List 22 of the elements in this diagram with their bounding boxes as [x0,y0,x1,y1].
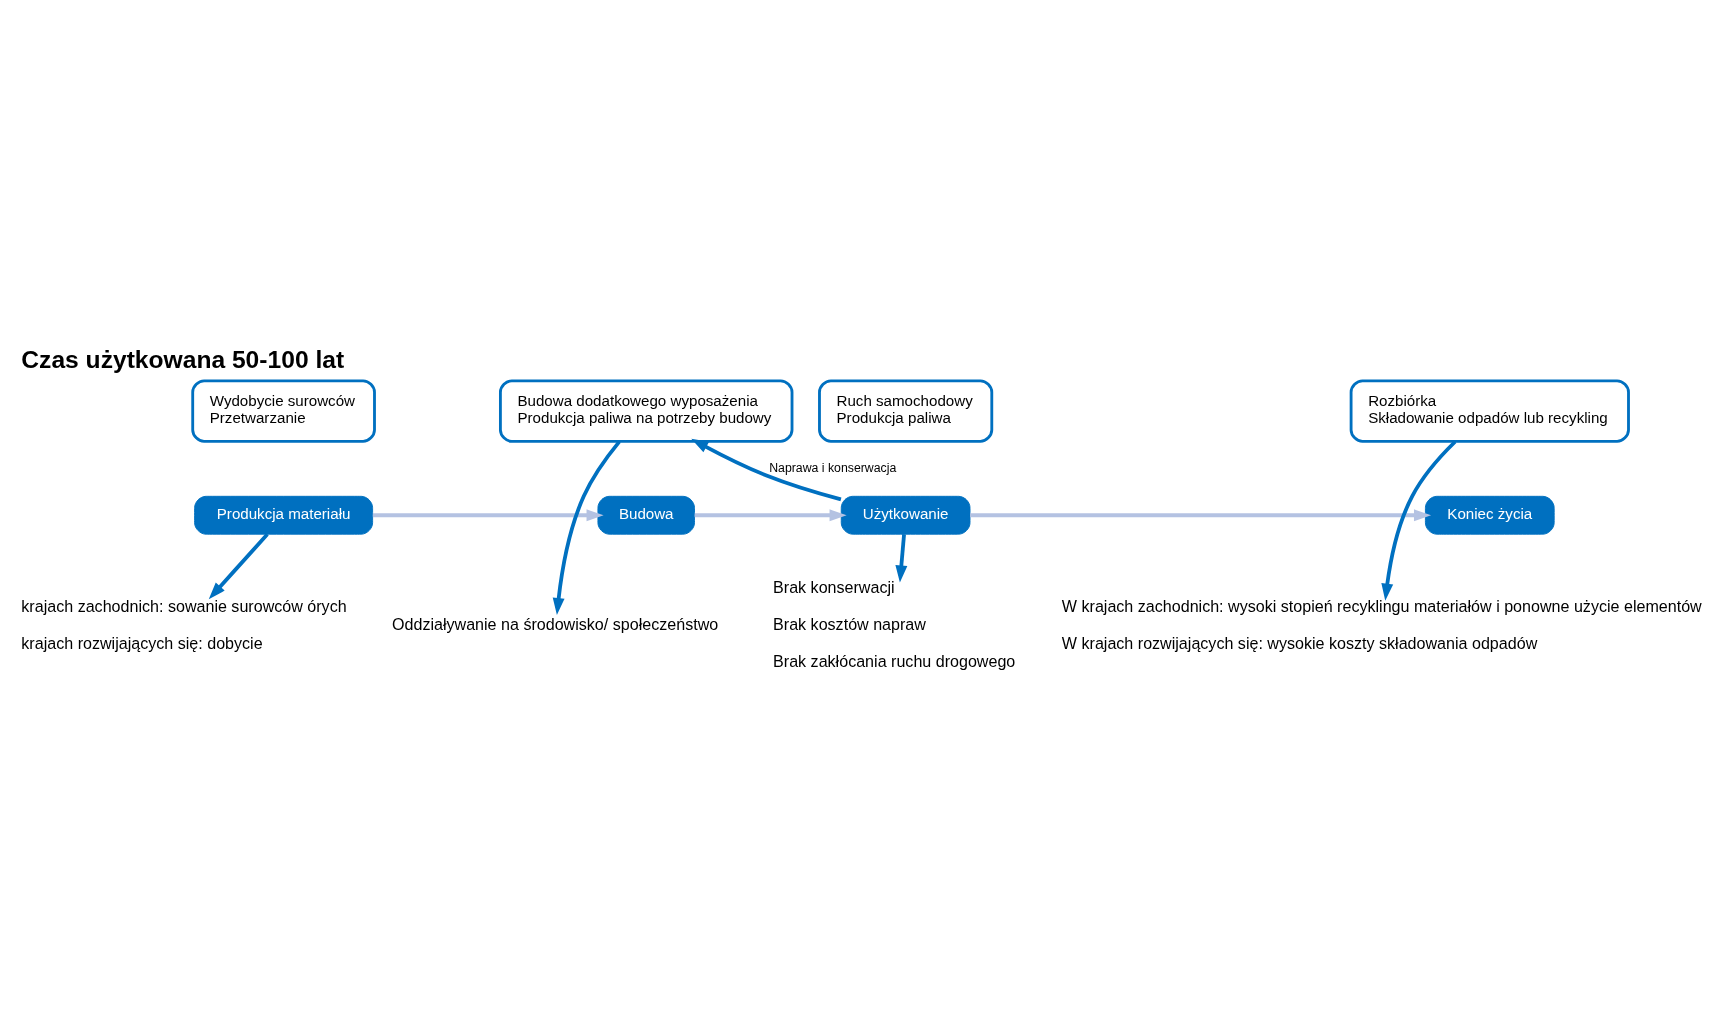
node-box: Budowa [597,495,695,535]
arrow [895,533,908,582]
node-box: Rozbiórka Składowanie odpadów lub recykling [1349,378,1630,443]
arrow [372,508,604,521]
node-text: Oddziaływanie na środowisko/ społeczeństwo [392,614,719,633]
arrow [1381,439,1457,601]
node-box: Produkcja materiału [194,495,374,535]
node-box: Wydobycie surowców Przetwarzanie [191,378,376,443]
diagram-title: Czas użytkowana 50-100 lat [21,345,345,373]
arrow [970,508,1432,521]
edge-label: Naprawa i konserwacja [769,460,897,475]
node-text: Brak konserwacji Brak kosztów napraw Brak zakłócania ruchu drogowego [773,577,1016,670]
arrow [694,508,847,521]
node-text: krajach zachodnich: sowanie surowców órych krajach rozwijających się: dobycie [21,596,347,652]
arrow [552,439,621,615]
arrow [208,532,269,599]
node-box: Użytkowanie [840,495,971,535]
node-text: W krajach zachodnich: wysoki stopień recyklingu materiałów i ponowne użycie elementów W krajach rozwijających się: wysokie koszty składowania odpadów [1061,596,1702,652]
node-box: Budowa dodatkowego wyposażenia Produkcja paliwa na potrzeby budowy [499,378,794,443]
node-box: Ruch samochodowy Produkcja paliwa [818,378,994,443]
arrow [691,438,842,501]
node-box: Koniec życia [1424,495,1555,535]
